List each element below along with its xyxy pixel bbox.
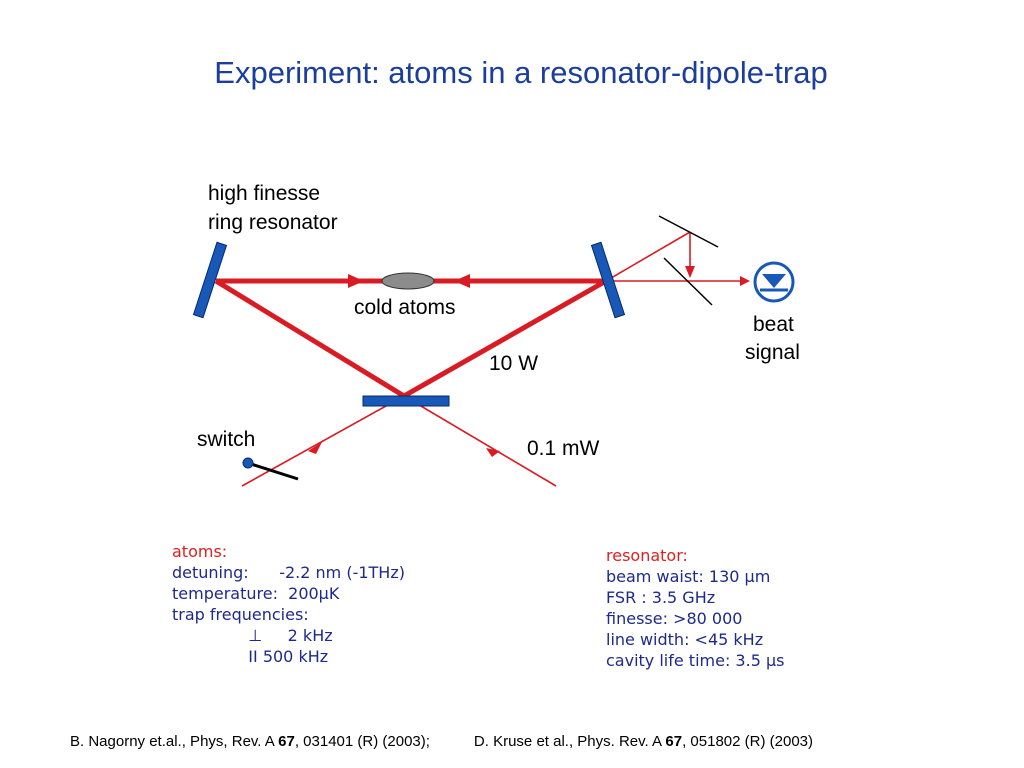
beam-arrow-left <box>454 274 470 288</box>
resonator-heading: resonator: <box>606 546 688 565</box>
resonator-row-beam-waist: beam waist: 130 µm <box>606 567 771 586</box>
resonator-row-line-width: line width: <45 kHz <box>606 630 764 649</box>
switch-icon <box>242 457 299 481</box>
ref1-text: B. Nagorny et.al., Phys, Rev. A <box>70 733 279 750</box>
switch-beam-arrow <box>308 442 322 454</box>
resonator-label-line1: high finesse <box>208 182 320 205</box>
probe-beam-arrow <box>486 448 500 457</box>
beat-signal-line1: beat <box>753 313 794 336</box>
mirror-left <box>192 241 228 319</box>
ref2-rest: , 051802 (R) (2003) <box>682 733 813 750</box>
beam-splitters <box>658 215 719 306</box>
ref2-text: D. Kruse et al., Phys. Rev. A <box>473 733 666 750</box>
atom-cloud <box>381 272 435 290</box>
atoms-parameters: atoms: detuning: -2.2 nm (-1THz) tempera… <box>172 541 405 667</box>
beam-right-diagonal <box>402 278 608 399</box>
atoms-row-perpendicular: ⊥ 2 kHz <box>172 626 333 645</box>
ref1-rest: , 031401 (R) (2003); <box>294 733 430 750</box>
atoms-row-parallel: II 500 kHz <box>172 647 329 666</box>
cold-atoms-label: cold atoms <box>354 296 456 319</box>
splitter-lower <box>663 257 713 306</box>
output-down-arrow <box>685 266 695 278</box>
probe-beam <box>403 395 557 487</box>
atoms-row-temperature: temperature: 200µK <box>172 584 340 603</box>
atoms-heading: atoms: <box>172 542 228 561</box>
ref1-volume: 67 <box>278 733 295 750</box>
mirror-bottom <box>362 395 450 407</box>
switch-label: switch <box>197 428 255 451</box>
resonator-row-lifetime: cavity life time: 3.5 µs <box>606 651 785 670</box>
splitter-upper <box>658 215 719 248</box>
resonator-row-fsr: FSR : 3.5 GHz <box>606 588 716 607</box>
beat-signal-line2: signal <box>745 341 800 364</box>
photodiode-icon <box>753 261 795 303</box>
references: B. Nagorny et.al., Phys, Rev. A 67, 0314… <box>70 733 970 750</box>
atoms-row-detuning: detuning: -2.2 nm (-1THz) <box>172 563 405 582</box>
ref2-volume: 67 <box>665 733 683 750</box>
probe-power-label: 0.1 mW <box>527 437 600 460</box>
resonator-row-finesse: finesse: >80 000 <box>606 609 743 628</box>
slide-title: Experiment: atoms in a resonator-dipole-… <box>214 55 828 90</box>
output-main-arrow <box>740 276 750 286</box>
mirror-right <box>590 241 626 319</box>
atoms-row-trap-frequencies: trap frequencies: <box>172 605 309 624</box>
cavity-power-label: 10 W <box>489 352 538 375</box>
beam-arrow-right <box>348 274 364 288</box>
beam-left-diagonal <box>214 278 406 399</box>
output-beam-upper <box>605 231 691 282</box>
resonator-label-line2: ring resonator <box>208 211 338 234</box>
resonator-parameters: resonator: beam waist: 130 µm FSR : 3.5 … <box>606 545 784 671</box>
switch-beam <box>241 395 405 487</box>
